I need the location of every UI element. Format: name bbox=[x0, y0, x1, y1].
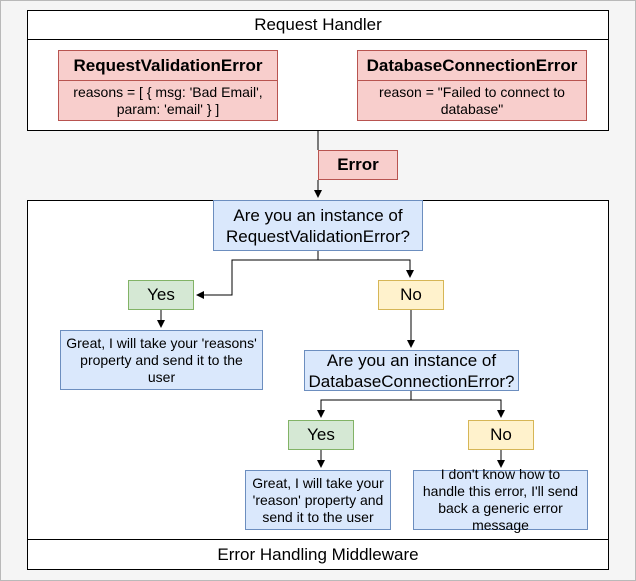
request-handler-title: Request Handler bbox=[28, 11, 608, 40]
yes-node-1: Yes bbox=[128, 280, 194, 310]
error-label: Error bbox=[318, 150, 398, 180]
error-handling-middleware-title: Error Handling Middleware bbox=[28, 539, 608, 569]
no-node-1: No bbox=[378, 280, 444, 310]
edge-question1-to-no bbox=[318, 259, 414, 278]
database-connection-error-name: DatabaseConnectionError bbox=[358, 51, 586, 81]
result-reasons-message: Great, I will take your 'reasons' proper… bbox=[60, 330, 263, 390]
database-connection-error-detail: reason = "Failed to connect to database" bbox=[379, 83, 565, 117]
request-validation-error-name: RequestValidationError bbox=[59, 51, 277, 81]
request-validation-error-card: RequestValidationError reasons = [ { msg… bbox=[58, 50, 278, 121]
question-request-validation-error: Are you an instance of RequestValidation… bbox=[213, 200, 423, 251]
result-reason-message: Great, I will take your 'reason' propert… bbox=[245, 470, 391, 530]
request-validation-error-detail: reasons = [ { msg: 'Bad Email', param: '… bbox=[73, 83, 263, 117]
no-node-2: No bbox=[468, 420, 534, 450]
database-connection-error-card: DatabaseConnectionError reason = "Failed… bbox=[357, 50, 587, 121]
edge-question2-to-no bbox=[411, 399, 505, 418]
result-generic-message: I don't know how to handle this error, I… bbox=[413, 466, 588, 533]
yes-node-2: Yes bbox=[288, 420, 354, 450]
edge-question1-to-yes bbox=[196, 251, 319, 299]
question-database-connection-error: Are you an instance of DatabaseConnectio… bbox=[304, 350, 519, 391]
edge-question2-to-yes bbox=[317, 391, 412, 418]
